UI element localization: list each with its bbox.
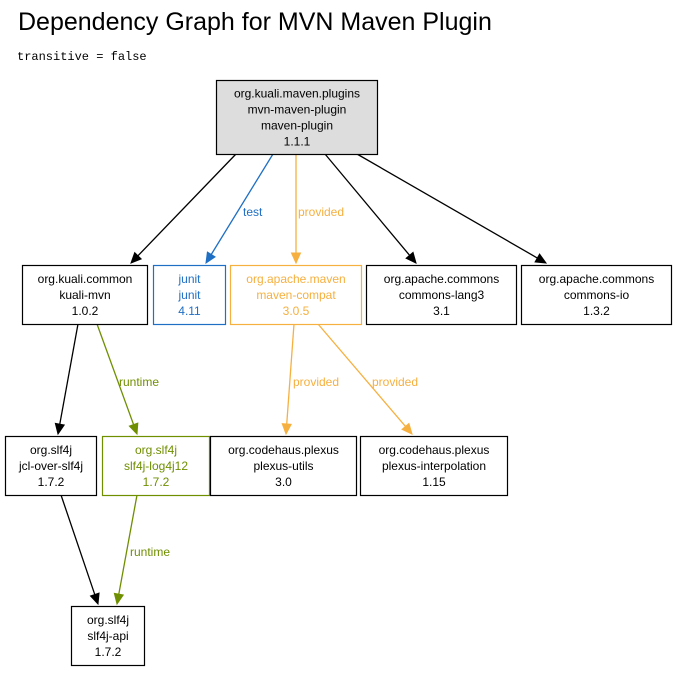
node-label-line: org.kuali.common bbox=[38, 272, 133, 286]
edge-arrowhead bbox=[130, 251, 143, 264]
node-box bbox=[152, 264, 227, 326]
node-label-line: 1.7.2 bbox=[38, 475, 65, 489]
node-label-line: plexus-interpolation bbox=[382, 459, 486, 473]
edge-root-to-kuali-mvn bbox=[130, 153, 237, 264]
node-label-line: org.slf4j bbox=[135, 443, 177, 457]
edge-arrowhead bbox=[281, 423, 293, 436]
node-label-line: 1.1.1 bbox=[284, 135, 311, 149]
node-label-line: commons-lang3 bbox=[399, 288, 485, 302]
node-jcl-over-slf4j: org.slf4j jcl-over-slf4j 1.7.2 bbox=[4, 435, 98, 497]
edge-maven-compat-to-plexus-interpolation: provided bbox=[317, 323, 418, 435]
node-commons-lang3: org.apache.commons commons-lang3 3.1 bbox=[365, 264, 518, 326]
edge-arrowhead bbox=[401, 422, 413, 435]
page-subtitle: transitive = false bbox=[17, 50, 147, 64]
node-label-line: plexus-utils bbox=[253, 459, 313, 473]
node-label-line: org.apache.commons bbox=[384, 272, 499, 286]
node-label-line: maven-compat bbox=[256, 288, 336, 302]
node-label-line: junit bbox=[177, 272, 201, 286]
node-label-line: slf4j-api bbox=[87, 629, 128, 643]
edge-line bbox=[96, 323, 135, 425]
edges-layer: test provided runtime provided provided runti… bbox=[54, 153, 548, 606]
edge-root-to-commons-lang3 bbox=[324, 153, 417, 264]
node-kuali-mvn: org.kuali.common kuali-mvn 1.0.2 bbox=[21, 264, 149, 326]
edge-slf4j-log4j12-to-slf4j-api: runtime bbox=[113, 494, 170, 606]
edge-label: provided bbox=[298, 205, 344, 219]
node-box bbox=[209, 435, 358, 497]
edge-label: provided bbox=[372, 375, 418, 389]
edge-arrowhead bbox=[205, 251, 216, 265]
edge-line bbox=[118, 494, 138, 595]
node-label-line: org.kuali.maven.plugins bbox=[234, 87, 360, 101]
edge-line bbox=[210, 153, 274, 255]
nodes-layer: org.kuali.maven.plugins mvn-maven-plugin m… bbox=[4, 79, 673, 667]
node-label-line: 1.3.2 bbox=[583, 304, 610, 318]
node-box bbox=[229, 264, 363, 326]
edge-label: runtime bbox=[130, 545, 170, 559]
node-slf4j-log4j12: org.slf4j slf4j-log4j12 1.7.2 bbox=[101, 435, 211, 497]
node-label-line: 1.7.2 bbox=[143, 475, 170, 489]
node-maven-compat: org.apache.maven maven-compat 3.0.5 bbox=[229, 264, 363, 326]
node-label-line: org.codehaus.plexus bbox=[379, 443, 490, 457]
node-junit: junit junit 4.11 bbox=[152, 264, 227, 326]
node-label-line: slf4j-log4j12 bbox=[124, 459, 188, 473]
node-label-line: jcl-over-slf4j bbox=[18, 459, 83, 473]
edge-line bbox=[286, 323, 295, 425]
node-box bbox=[359, 435, 509, 497]
edge-arrowhead bbox=[54, 422, 66, 436]
edge-label: provided bbox=[293, 375, 339, 389]
node-plexus-utils: org.codehaus.plexus plexus-utils 3.0 bbox=[209, 435, 358, 497]
edge-line bbox=[356, 153, 538, 259]
node-label-line: 1.15 bbox=[422, 475, 446, 489]
node-label-line: kuali-mvn bbox=[59, 288, 110, 302]
node-box bbox=[4, 435, 98, 497]
node-box bbox=[70, 605, 146, 667]
edge-line bbox=[317, 323, 406, 427]
edge-kuali-mvn-to-jcl-over-slf4j bbox=[54, 323, 79, 436]
node-label-line: org.apache.maven bbox=[246, 272, 345, 286]
edge-line bbox=[137, 153, 237, 257]
edge-root-to-junit: test bbox=[205, 153, 274, 265]
node-box bbox=[101, 435, 211, 497]
node-label-line: maven-plugin bbox=[261, 119, 333, 133]
edge-maven-compat-to-plexus-utils: provided bbox=[281, 323, 339, 436]
edge-jcl-over-slf4j-to-slf4j-api bbox=[60, 494, 100, 606]
node-box bbox=[215, 79, 379, 156]
node-root: org.kuali.maven.plugins mvn-maven-plugin m… bbox=[215, 79, 379, 156]
node-plexus-interpolation: org.codehaus.plexus plexus-interpolation 1… bbox=[359, 435, 509, 497]
node-slf4j-api: org.slf4j slf4j-api 1.7.2 bbox=[70, 605, 146, 667]
edge-root-to-maven-compat: provided bbox=[290, 154, 344, 265]
node-label-line: 3.0.5 bbox=[283, 304, 310, 318]
node-label-line: 4.11 bbox=[178, 304, 201, 318]
edge-kuali-mvn-to-slf4j-log4j12: runtime bbox=[96, 323, 159, 436]
edge-arrowhead bbox=[89, 592, 100, 606]
node-label-line: commons-io bbox=[564, 288, 630, 302]
node-label-line: mvn-maven-plugin bbox=[248, 103, 347, 117]
edge-line bbox=[60, 494, 96, 595]
node-label-line: org.slf4j bbox=[87, 613, 129, 627]
node-label-line: 1.7.2 bbox=[95, 645, 122, 659]
edge-arrowhead bbox=[290, 252, 302, 265]
edge-arrowhead bbox=[534, 253, 548, 264]
page-title: Dependency Graph for MVN Maven Plugin bbox=[18, 8, 492, 36]
edge-root-to-commons-io bbox=[356, 153, 548, 264]
edge-arrowhead bbox=[128, 422, 139, 436]
node-commons-io: org.apache.commons commons-io 1.3.2 bbox=[520, 264, 673, 326]
edge-label: test bbox=[243, 205, 263, 219]
node-label-line: org.codehaus.plexus bbox=[228, 443, 339, 457]
node-label-line: junit bbox=[177, 288, 201, 302]
node-label-line: 3.0 bbox=[275, 475, 292, 489]
edge-arrowhead bbox=[405, 251, 417, 264]
node-label-line: org.slf4j bbox=[30, 443, 72, 457]
edge-line bbox=[324, 153, 411, 256]
node-box bbox=[520, 264, 673, 326]
node-box bbox=[21, 264, 149, 326]
node-label-line: org.apache.commons bbox=[539, 272, 654, 286]
node-label-line: 1.0.2 bbox=[72, 304, 99, 318]
edge-arrowhead bbox=[113, 592, 125, 606]
edge-label: runtime bbox=[119, 375, 159, 389]
edge-line bbox=[59, 323, 79, 425]
node-label-line: 3.1 bbox=[433, 304, 450, 318]
node-box bbox=[365, 264, 518, 326]
